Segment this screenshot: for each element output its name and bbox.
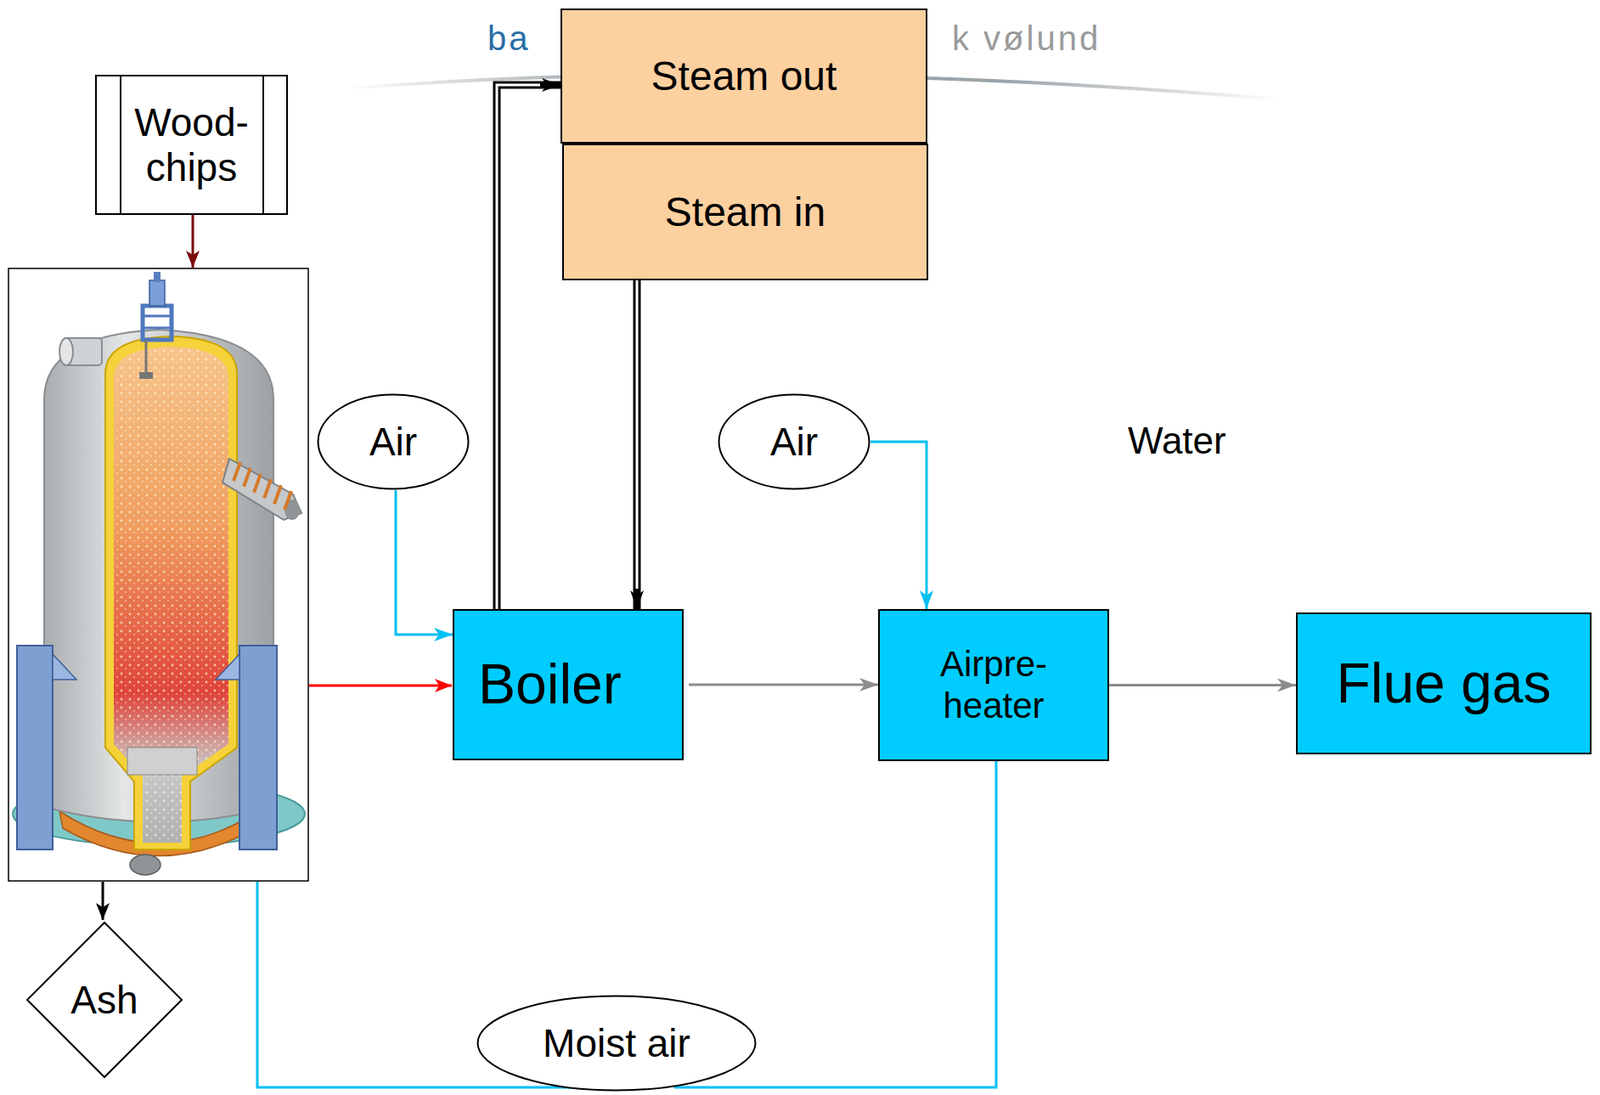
watermark-text: ba [487,21,531,56]
flow-connector [496,84,561,609]
screw-flight [253,473,261,493]
output-diamond: Ash [25,920,184,1079]
input-ellipse: Air [717,393,871,491]
node-label: Steam out [651,52,838,100]
flow-connector [870,441,927,609]
process-box: Boiler [452,608,684,761]
screw-flight [284,490,292,510]
stream-label: Water [1127,422,1227,460]
flow-connector [395,490,453,635]
input-ellipse: Air [316,393,470,491]
gasifier-illustration [12,271,305,875]
feeder-screw-flights [233,461,292,510]
steam-box: Steam out [560,8,928,144]
feed-arrow [191,214,195,268]
screw-flight [274,484,282,504]
steam-box: Steam in [562,143,929,281]
flow-connector [1109,684,1296,686]
process-box: Airpre- heater [878,608,1110,761]
node-label: Boiler [478,652,622,717]
node-label: Airpre- heater [888,643,1099,727]
output-box: Flue gas [1295,612,1592,755]
node-label: Ash [70,977,138,1023]
gas-arrow [309,684,452,688]
flow-connector [636,280,638,609]
node-label: Wood- chips [125,100,258,191]
node-label: Air [770,419,818,465]
ash-arrow [101,881,105,920]
watermark-text: k vølund [952,21,1101,56]
node-label: Air [369,419,417,465]
gasifier-frame [8,268,309,881]
screw-flight [233,461,241,481]
node-label: Flue gas [1335,651,1551,716]
node-label: Steam in [664,188,826,236]
node-label: Moist air [542,1020,691,1066]
flow-ellipse: Moist air [476,994,757,1092]
flow-connector [688,684,879,686]
screw-flight [264,478,271,498]
input-box: Wood- chips [95,74,288,215]
screw-flight [243,467,251,487]
